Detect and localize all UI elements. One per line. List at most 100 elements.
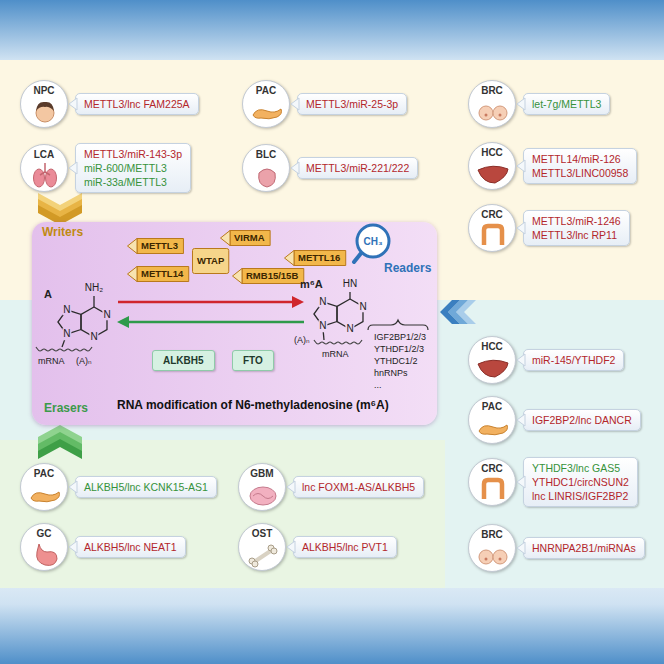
callout-bubble: METTL3/miR-221/222	[297, 157, 418, 179]
drawing-part	[368, 320, 428, 330]
node-text: VIRMA	[234, 232, 265, 244]
drawing-part	[117, 316, 129, 328]
drawing-part	[285, 251, 295, 266]
chemical-label: (A)ₙ	[76, 356, 92, 366]
node-text: CRC	[469, 463, 515, 474]
drawing-part	[37, 544, 57, 565]
erasers-region	[0, 440, 445, 588]
drawing-part	[36, 102, 54, 122]
drawing-part	[69, 98, 77, 110]
section-label: Erasers	[44, 402, 88, 416]
drawing-part	[479, 550, 493, 564]
organ-circle: PAC	[242, 80, 290, 128]
drawing-part	[250, 487, 276, 505]
node-text: ALKBH5/lnc PVT1	[302, 540, 388, 554]
organ-circle: CRC	[468, 204, 516, 252]
node-text: ALKBH5/lnc NEAT1	[84, 540, 177, 554]
drawing-part	[40, 163, 50, 175]
chemical-label: N	[62, 328, 71, 340]
node-text: HCC	[469, 341, 515, 352]
organ-circle: LCA	[20, 144, 68, 192]
node-text: METTL14/miR-126	[532, 152, 628, 166]
chemical-label: N	[345, 323, 354, 335]
node-text: HCC	[469, 147, 515, 158]
chevron	[38, 439, 82, 459]
drawing-part	[479, 106, 493, 120]
drawing-part	[36, 102, 54, 111]
organ-circle: GBM	[238, 463, 286, 511]
node-text: PAC	[243, 85, 289, 96]
node-text: OST	[239, 528, 285, 539]
node-text: WTAP	[197, 255, 224, 267]
drawing-part	[259, 169, 276, 187]
node-text: NPC	[21, 85, 67, 96]
organ-circle: HCC	[468, 336, 516, 384]
chemical-label: mRNA	[322, 349, 349, 359]
reader-list-item: hnRNPs	[374, 368, 408, 378]
erasers-chevrons	[38, 425, 82, 459]
drawing-part	[484, 480, 502, 499]
drawing-part	[69, 481, 77, 493]
drawing-part	[271, 548, 277, 554]
bubble-pointer	[69, 98, 77, 110]
chemical-label: mRNA	[38, 356, 65, 366]
drawing-part	[517, 476, 525, 488]
drawing-part	[478, 166, 508, 183]
node-text: IGF2BP2/lnc DANCR	[532, 413, 632, 427]
drawing-part	[485, 114, 488, 117]
readers-chevrons	[440, 300, 476, 324]
organ-circle: GC	[20, 523, 68, 571]
drawing-part	[484, 226, 502, 245]
organ-circle: NPC	[20, 80, 68, 128]
callout-bubble: IGF2BP2/lnc DANCR	[523, 409, 641, 431]
drawing-part	[37, 544, 57, 565]
drawing-part	[31, 492, 60, 502]
drawing-part	[128, 267, 138, 282]
drawing-part	[292, 296, 304, 308]
drawing-part	[34, 163, 57, 187]
node-text: PAC	[21, 468, 67, 479]
drawing-part	[357, 225, 389, 257]
node-text: BLC	[243, 149, 289, 160]
drawing-part	[233, 269, 243, 284]
drawing-part	[36, 347, 92, 351]
organ-circle: HCC	[468, 142, 516, 190]
drawing-part	[478, 166, 508, 183]
node-text: FTO	[243, 354, 263, 367]
drawing-part	[478, 360, 508, 377]
bubble-pointer	[291, 162, 299, 174]
node-text: METTL3/miR-25-3p	[306, 97, 398, 111]
writer-pencil: METTL14	[127, 266, 189, 282]
bubble-pointer	[69, 481, 77, 493]
drawing-part	[193, 249, 229, 274]
reader-list-item: IGF2BP1/2/3	[374, 332, 426, 342]
node-text: METTL3	[141, 240, 178, 252]
chevron	[440, 300, 460, 324]
drawing-part	[517, 354, 525, 366]
callout-bubble: miR-145/YTHDF2	[523, 349, 624, 371]
organ-circle: BRC	[468, 524, 516, 572]
drawing-part	[46, 169, 57, 187]
bubble-pointer	[517, 414, 525, 426]
callout-bubble: METTL3/lnc FAM225A	[75, 93, 199, 115]
drawing-part	[499, 558, 502, 561]
drawing-part	[242, 269, 304, 284]
reader-magnifier: CH₃	[354, 222, 392, 260]
drawing-part	[253, 109, 282, 119]
bubble-pointer	[517, 160, 525, 172]
drawing-part	[93, 296, 94, 307]
node-text: miR-600/METTL3	[84, 161, 182, 175]
callout-bubble: ALKBH5/lnc NEAT1	[75, 536, 186, 558]
eraser-box: ALKBH5	[152, 350, 215, 371]
drawing-part	[254, 550, 272, 562]
drawing-part	[479, 106, 507, 120]
drawing-part	[259, 169, 276, 187]
callout-bubble: METTL3/miR-25-3p	[297, 93, 407, 115]
drawing-part	[31, 492, 60, 502]
node-text: METTL3/LINC00958	[532, 166, 628, 180]
organ-circle: BRC	[468, 80, 516, 128]
drawing-part	[291, 98, 299, 110]
eraser-box: FTO	[232, 350, 274, 371]
node-text: CH₃	[363, 236, 382, 247]
